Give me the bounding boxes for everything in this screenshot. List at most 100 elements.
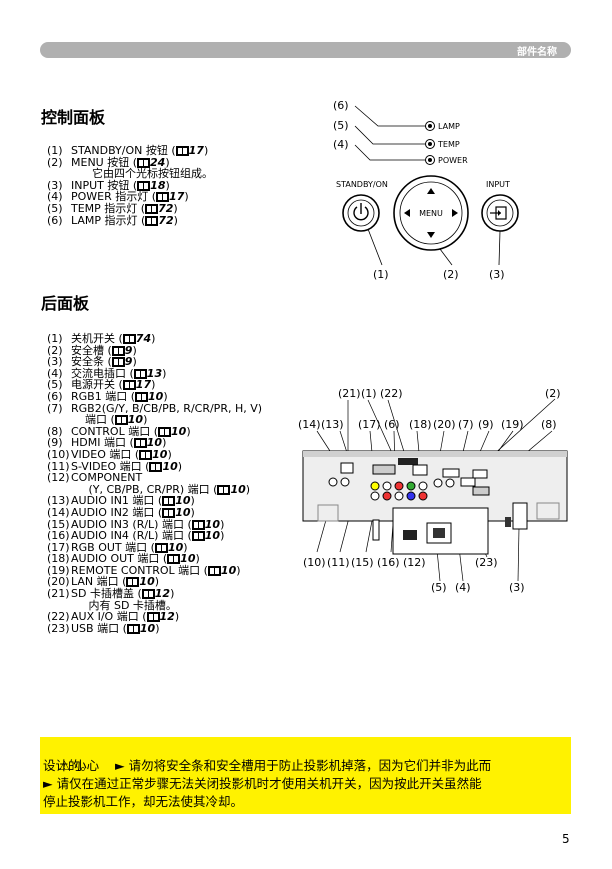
book-icon (135, 391, 148, 402)
caution-line-3: ► 请仅在通过正常步骤无法关闭投影机时才使用关机开关，因为按此开关虽然能 (43, 776, 482, 791)
item-number: (1) (47, 144, 63, 157)
book-icon (145, 215, 159, 226)
item-text: SD 卡插槽盖 ( (71, 587, 142, 601)
page-ref[interactable]: 72 (158, 201, 174, 215)
page-ref[interactable]: 10 (139, 621, 156, 635)
list-item: (15)AUDIO IN3 (R/L) 端口 (10) (47, 517, 262, 531)
page-ref[interactable]: 17 (188, 144, 204, 157)
page-ref[interactable]: 10 (175, 505, 191, 519)
item-text: TEMP 指示灯 ( (71, 201, 146, 215)
list-item: (10)VIDEO 端口 (10) (47, 449, 262, 461)
page-ref[interactable]: 10 (146, 436, 163, 450)
item-text: 交流电插口 ( (71, 366, 134, 380)
input-button[interactable] (481, 194, 519, 232)
item-text: REMOTE CONTROL 端口 ( (71, 563, 208, 577)
list-item: (7)RGB2(G/Y, B/CB/PB, R/CR/PR, H, V) (47, 402, 262, 415)
item-text: LAMP 指示灯 ( (71, 213, 146, 227)
item-number: (10) (47, 447, 70, 461)
close-paren: ) (170, 587, 175, 601)
item-text: AUDIO OUT 端口 ( (71, 552, 168, 566)
menu-button[interactable]: MENU (393, 175, 469, 251)
close-paren: ) (165, 178, 170, 192)
page-ref[interactable]: 10 (167, 540, 184, 554)
item-text: HDMI 端口 ( (71, 436, 134, 450)
arrow-down-icon (427, 232, 435, 238)
page-ref[interactable]: 10 (171, 424, 187, 438)
callout-1: (1) (373, 268, 389, 281)
rear-callout-label: (22) (380, 387, 403, 400)
callout-3: (3) (489, 268, 505, 281)
close-paren: ) (151, 332, 156, 345)
page-ref[interactable]: 72 (158, 213, 174, 227)
item-text: AUDIO IN2 端口 ( (71, 505, 163, 519)
item-text: RGB OUT 端口 ( (71, 540, 155, 554)
page-ref[interactable]: 10 (220, 563, 237, 577)
close-paren: ) (220, 517, 225, 531)
close-paren: ) (165, 155, 170, 169)
list-item: (16)AUDIO IN4 (R/L) 端口 (10) (47, 530, 262, 542)
item-number: (5) (47, 378, 63, 392)
page-ref[interactable]: 10 (127, 413, 144, 427)
item-number: (15) (47, 517, 70, 531)
page-ref[interactable]: 12 (159, 610, 175, 624)
list-item: (5)TEMP 指示灯 (72) (47, 203, 213, 215)
close-paren: ) (190, 505, 195, 519)
item-number: (4) (47, 366, 63, 380)
rear-callout-label: (4) (455, 581, 471, 594)
page-ref[interactable]: 18 (150, 178, 166, 192)
book-icon (126, 577, 140, 588)
rear-callout-label: (15) (351, 556, 374, 569)
rear-callout-label: (14) (298, 418, 321, 431)
close-paren: ) (245, 482, 251, 496)
control-panel-heading: 控制面板 (41, 108, 106, 127)
rear-callout-label: (21) (338, 387, 361, 400)
page-ref[interactable]: 10 (152, 447, 168, 461)
item-text: INPUT 按钮 ( (71, 178, 138, 192)
page-ref[interactable]: 10 (175, 494, 191, 508)
list-item: (3)安全条 (9) (47, 356, 262, 368)
page-ref[interactable]: 10 (139, 575, 155, 589)
close-paren: ) (236, 563, 241, 577)
close-paren: ) (177, 459, 183, 473)
item-number: (21) (47, 587, 70, 601)
list-item: (Y, CB/PB, CR/PR) 端口 (10) (47, 482, 262, 496)
page-ref[interactable]: 10 (204, 529, 221, 543)
book-icon (133, 438, 147, 449)
list-item: (8)CONTROL 端口 (10) (47, 424, 262, 438)
power-label: POWER (438, 156, 468, 165)
rear-callout-label: (2) (545, 387, 561, 400)
page-ref[interactable]: 9 (124, 355, 133, 369)
page-ref[interactable]: 9 (124, 343, 133, 357)
rear-panel-heading: 后面板 (41, 294, 90, 313)
close-paren: ) (203, 144, 209, 157)
page-ref[interactable]: 24 (150, 155, 166, 169)
rear-callout-label: (8) (541, 418, 557, 431)
book-icon (191, 519, 205, 530)
control-panel-list: (1)STANDBY/ON 按钮 (17)(2)MENU 按钮 (24) 它由四… (47, 145, 213, 226)
close-paren: ) (154, 575, 160, 589)
page-ref[interactable]: 17 (135, 378, 152, 392)
close-paren: ) (167, 447, 172, 461)
page-ref[interactable]: 10 (204, 517, 221, 531)
page-ref[interactable]: 13 (146, 366, 163, 380)
item-text: AUDIO IN4 (R/L) 端口 ( (71, 529, 192, 543)
page-ref[interactable]: 10 (148, 389, 164, 403)
page-ref[interactable]: 12 (154, 587, 171, 601)
item-number: (2) (47, 343, 63, 357)
page-ref[interactable]: 17 (169, 190, 185, 204)
item-text: AUX I/O 端口 ( (71, 610, 147, 624)
list-item: (19)REMOTE CONTROL 端口 (10) (47, 565, 262, 577)
standby-on-button[interactable] (342, 194, 380, 232)
page-ref[interactable]: 10 (180, 552, 196, 566)
projector-rear-icon (302, 450, 568, 555)
item-number: (17) (47, 540, 70, 554)
menu-label: MENU (419, 209, 443, 218)
page-ref[interactable]: 10 (230, 482, 246, 496)
lamp-indicator-icon (425, 121, 435, 131)
list-item: (6)LAMP 指示灯 (72) (47, 213, 213, 227)
item-number: (23) (47, 621, 70, 635)
page-ref[interactable]: 10 (162, 459, 178, 473)
page-ref[interactable]: 74 (135, 332, 152, 345)
rear-callout-label: (20) (433, 418, 456, 431)
book-icon (126, 623, 140, 634)
